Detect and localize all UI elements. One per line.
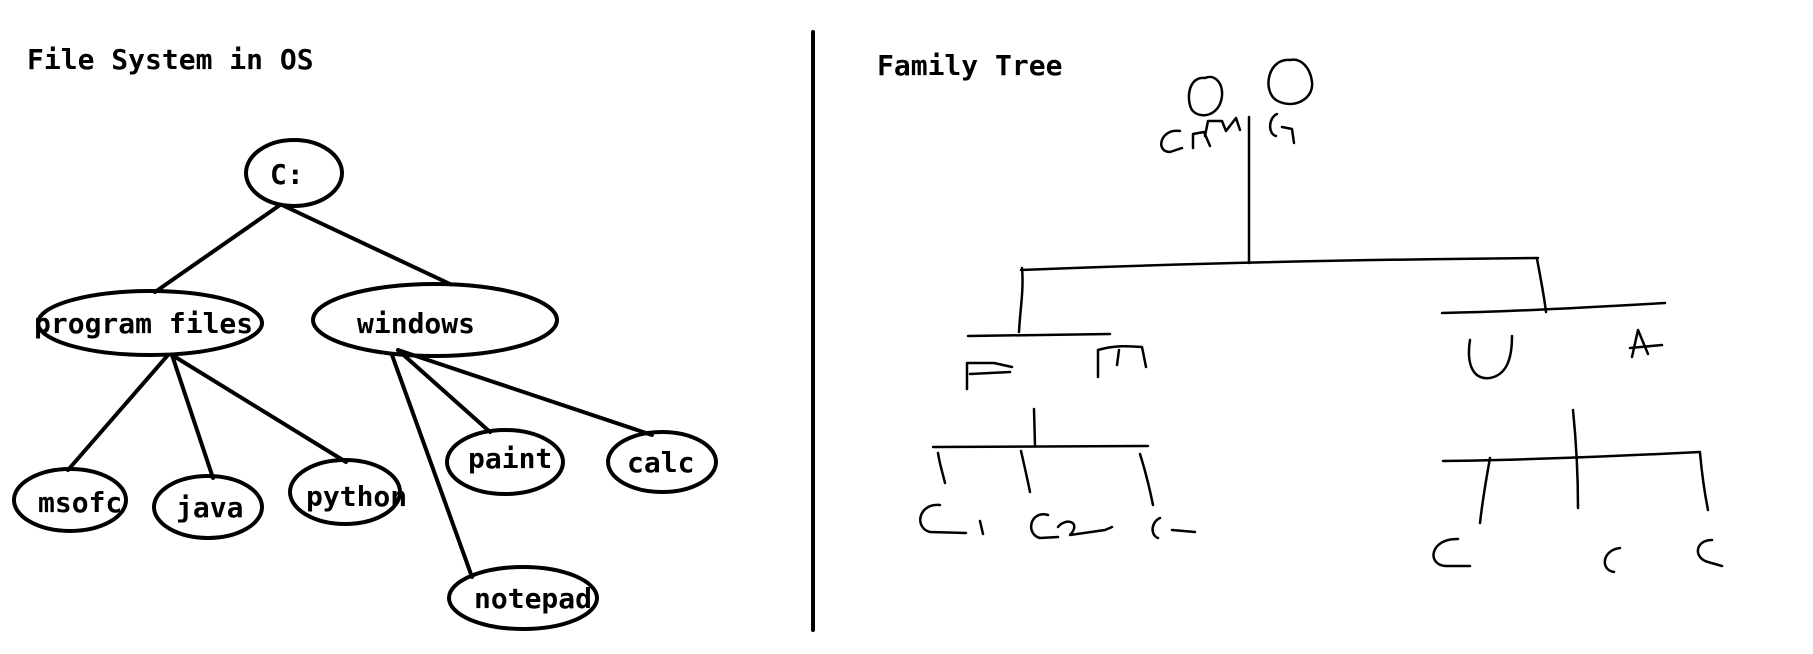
left-children (919, 407, 1197, 540)
edge-root-program-files (153, 203, 282, 294)
handwritten-mark-gf-2 (1191, 130, 1212, 150)
node-calc-outline (606, 430, 718, 494)
right-couple (1467, 328, 1664, 380)
node-notepad: notepad (447, 565, 599, 631)
handwritten-right-c3 (1696, 538, 1724, 568)
handwritten-m-middle (1115, 348, 1121, 367)
node-paint-outline (445, 428, 565, 496)
handwritten-c1-digit (978, 519, 985, 536)
grandfather-head (1187, 75, 1224, 117)
edge-left-child-1 (936, 451, 947, 485)
handwritten-c2-digit (1056, 520, 1114, 537)
edge-right-child-2 (1698, 451, 1710, 512)
edge-left-children-bar (931, 444, 1150, 449)
node-root: C: (244, 138, 344, 208)
handwritten-a-bar (1628, 343, 1664, 350)
family-tree-edges (966, 115, 1667, 338)
handwritten-m (1096, 344, 1148, 379)
grandmother-head (1267, 58, 1314, 106)
handwritten-u (1467, 334, 1514, 380)
node-windows-label: windows (357, 307, 475, 340)
edge-windows-paint (396, 348, 492, 434)
edge-program-files-msoffice (66, 353, 170, 472)
node-msoffice-label: msofc (38, 486, 122, 519)
handwritten-c3-dash (1170, 528, 1197, 534)
file-system-edges (66, 203, 654, 579)
handwritten-f-top (965, 361, 1014, 391)
file-system-title: File System in OS (27, 43, 314, 76)
edge-main-branch (1019, 256, 1540, 272)
edge-windows-calc (396, 348, 654, 437)
left-couple (965, 344, 1148, 391)
file-system-diagram: File System in OS C: program files windo… (12, 43, 718, 631)
node-python-outline (288, 458, 402, 526)
node-java-outline (152, 474, 264, 540)
edge-left-child-3 (1138, 452, 1155, 507)
handwritten-c2-c (1029, 513, 1060, 540)
edge-left-couple-bar (966, 332, 1112, 338)
right-children (1432, 408, 1724, 574)
grandparents (1160, 58, 1314, 154)
handwritten-c3-c (1151, 516, 1162, 540)
handwritten-f-mid (968, 370, 1012, 376)
handwritten-right-c2 (1603, 546, 1622, 574)
edge-right-children-bar (1441, 450, 1702, 463)
edge-program-files-python (170, 353, 348, 464)
node-root-label: C: (270, 158, 304, 191)
edge-right-child-1 (1478, 456, 1492, 525)
edge-right-couple-bar (1440, 301, 1667, 315)
edge-program-files-java (170, 353, 215, 480)
node-calc-label: calc (627, 446, 694, 479)
edge-root-windows (280, 203, 452, 286)
node-program-files-outline (36, 289, 264, 357)
node-python: python (288, 458, 407, 526)
node-notepad-label: notepad (474, 582, 592, 615)
family-tree-title: Family Tree (877, 49, 1062, 82)
handwritten-right-c1 (1432, 537, 1472, 568)
node-paint: paint (445, 428, 565, 496)
handwritten-mark-gf-3 (1203, 116, 1242, 138)
node-java: java (152, 474, 264, 540)
edge-right-drop (1535, 257, 1548, 314)
node-calc: calc (606, 430, 718, 494)
node-program-files-label: program files (34, 307, 253, 340)
node-windows: windows (311, 282, 559, 358)
node-paint-label: paint (468, 442, 552, 475)
edge-left-child-2 (1019, 449, 1032, 494)
edge-right-parents-down (1571, 408, 1580, 510)
node-python-label: python (306, 480, 407, 513)
node-msoffice-outline (12, 467, 128, 533)
family-tree-diagram: Family Tree (877, 49, 1724, 574)
edge-left-drop (1017, 266, 1024, 334)
handwritten-a (1630, 328, 1650, 359)
handwritten-c1-c (919, 503, 968, 535)
node-windows-outline (311, 282, 559, 358)
edge-windows-notepad (390, 353, 474, 579)
handwritten-mark-gf-1 (1160, 129, 1184, 154)
node-msoffice: msofc (12, 467, 128, 533)
node-java-label: java (176, 491, 243, 524)
node-root-outline (244, 138, 344, 208)
node-program-files: program files (34, 289, 264, 357)
handwritten-mark-gm-2 (1280, 125, 1296, 145)
edge-left-parents-down (1032, 407, 1037, 448)
handwritten-mark-gm-1 (1268, 112, 1279, 138)
node-notepad-outline (447, 565, 599, 631)
